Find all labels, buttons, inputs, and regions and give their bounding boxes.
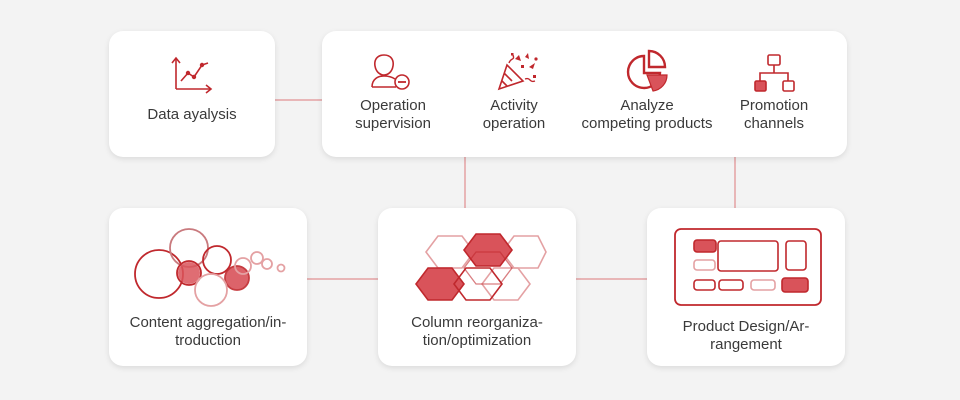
promotion-channels-label: Promotion channels — [739, 97, 809, 132]
product-design-card: Product Design/Ar- rangement — [647, 208, 845, 366]
pie-chart-icon — [626, 49, 668, 92]
party-popper-icon — [497, 53, 538, 91]
line-chart-icon — [171, 56, 213, 94]
column-reorganization-card: Column reorganiza- tion/optimization — [378, 208, 576, 366]
product-design-label: Product Design/Ar- rangement — [682, 318, 810, 353]
content-aggregation-card: Content aggregation/in- troduction — [109, 208, 307, 366]
data-analysis-label: Data ayalysis — [147, 106, 237, 123]
circles-cluster-icon — [134, 228, 286, 307]
operations-card: Operation supervision Activity operation… — [322, 31, 847, 157]
analyze-competing-label: Analyze competing products — [581, 97, 713, 132]
activity-operation-label: Activity operation — [482, 97, 546, 132]
hexagon-grid-icon — [415, 233, 547, 301]
user-minus-icon — [371, 54, 410, 90]
layout-grid-icon — [674, 228, 822, 306]
column-reorganization-label: Column reorganiza- tion/optimization — [411, 314, 543, 349]
sitemap-icon — [754, 54, 795, 92]
operation-supervision-label: Operation supervision — [355, 97, 431, 132]
data-analysis-card: Data ayalysis — [109, 31, 275, 157]
content-aggregation-label: Content aggregation/in- troduction — [129, 314, 287, 349]
